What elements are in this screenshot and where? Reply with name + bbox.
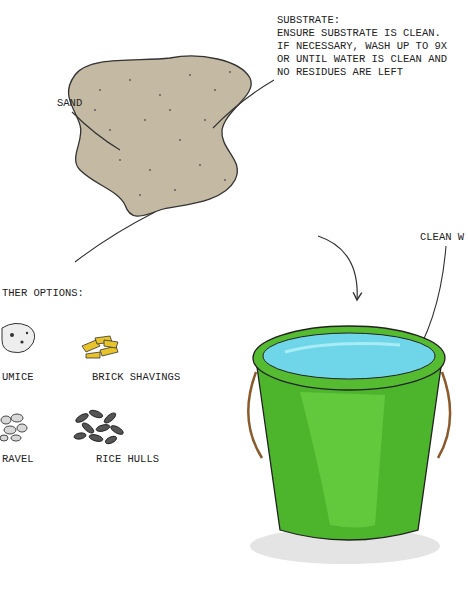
water: [263, 333, 435, 379]
sand-pile: [69, 56, 252, 216]
water-shine: [285, 344, 400, 352]
rice-hulls-icon: [74, 409, 125, 445]
option-label: RICE HULLS: [96, 453, 159, 466]
option-label: BRICK SHAVINGS: [92, 371, 180, 384]
part-label: CLEAN W: [420, 231, 464, 244]
note-text: ENSURE SUBSTRATE IS CLEAN. IF NECESSARY,…: [277, 27, 453, 79]
sand-grains: [94, 71, 231, 196]
flow-arrow: [318, 236, 357, 300]
leader-lines: [72, 80, 446, 368]
bucket-highlight: [300, 392, 385, 528]
brick-shavings-icon: [82, 336, 118, 358]
option-label: RAVEL: [2, 453, 34, 466]
section-label: THER OPTIONS:: [2, 287, 84, 300]
part-label: SAND: [57, 97, 82, 110]
bucket-rim: [253, 326, 445, 390]
note-heading: SUBSTRATE:: [277, 14, 340, 27]
option-label: UMICE: [2, 371, 34, 384]
pumice-icon: [2, 323, 35, 352]
gravel-icon: [0, 414, 27, 441]
